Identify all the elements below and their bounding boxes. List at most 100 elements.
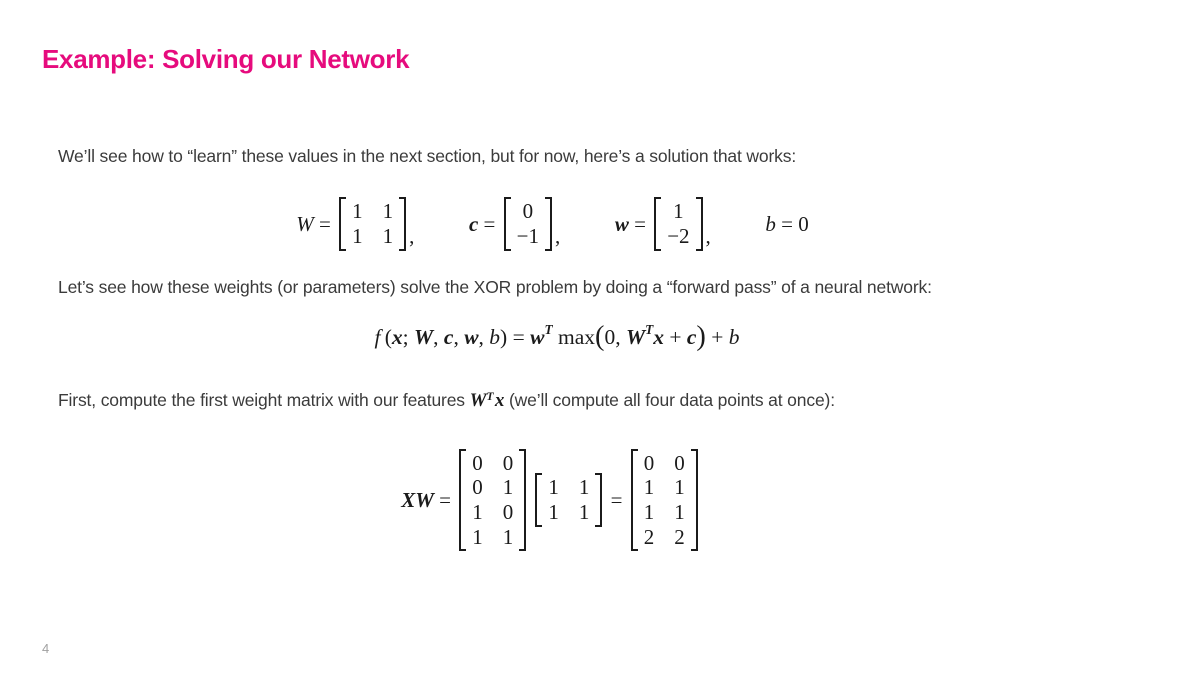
math-token: x xyxy=(653,324,664,349)
math-token: XW xyxy=(401,487,434,512)
matrix-cell: 1 xyxy=(643,500,655,524)
math-token: b xyxy=(765,211,776,236)
math-token: T xyxy=(645,322,654,338)
math-token: x xyxy=(494,390,505,411)
math-token: x xyxy=(391,324,403,349)
matrix-cell: 1 xyxy=(352,199,363,224)
matrix-cell: 1 xyxy=(673,199,684,224)
math-token: = xyxy=(313,211,337,236)
math-token: , xyxy=(433,324,444,349)
matrix-cell: 1 xyxy=(578,475,590,500)
math-token: = 0 xyxy=(775,211,809,236)
paragraph-forward-pass: Let’s see how these weights (or paramete… xyxy=(58,277,932,297)
matrix-cell: 2 xyxy=(643,524,655,549)
matrix-cell: 1 xyxy=(382,224,394,248)
math-token: w xyxy=(614,211,629,236)
matrix-right-bracket xyxy=(695,197,703,251)
matrix-cell: 1 xyxy=(352,224,363,248)
math-token: = xyxy=(628,211,652,236)
matrix: 0−1 xyxy=(503,197,552,251)
math-token: , xyxy=(554,224,561,249)
math-token: = xyxy=(433,487,457,512)
matrix-left-bracket xyxy=(459,448,467,552)
slide-title: Example: Solving our Network xyxy=(42,44,410,74)
matrix-left-bracket xyxy=(654,197,662,251)
matrix-cell: 1 xyxy=(548,500,559,524)
math-token: , xyxy=(409,224,415,249)
matrix-left-bracket xyxy=(630,448,638,552)
matrix-left-bracket xyxy=(503,197,511,251)
matrix-right-bracket xyxy=(595,473,603,527)
matrix-cell: 1 xyxy=(578,500,590,524)
matrix-cell: 0 xyxy=(472,475,483,500)
matrix-cell: 1 xyxy=(643,475,655,500)
math-token: W xyxy=(414,324,434,349)
matrix: 1−2 xyxy=(654,197,703,251)
math-token: W xyxy=(296,211,314,236)
math-token: W xyxy=(625,324,646,349)
math-token: w xyxy=(530,324,545,349)
matrix-cell: 1 xyxy=(502,475,514,500)
matrix-grid: 0−1 xyxy=(511,197,545,250)
math-token: ( xyxy=(380,324,392,349)
matrix-cell: 0 xyxy=(502,500,514,524)
matrix-cell: 0 xyxy=(643,450,655,475)
math-token: c xyxy=(443,324,454,349)
math-token: f xyxy=(374,324,381,349)
matrix-cell: 1 xyxy=(548,475,559,500)
matrix-left-bracket xyxy=(535,473,543,527)
matrix-cell: 1 xyxy=(382,199,394,224)
matrix-cell: −2 xyxy=(667,224,690,248)
paragraph-first-step: First, compute the first weight matrix w… xyxy=(58,390,835,412)
matrix-right-bracket xyxy=(690,448,698,552)
matrix-cell: 1 xyxy=(472,500,483,524)
matrix-grid: 1−2 xyxy=(661,197,695,250)
math-token: b xyxy=(728,324,740,349)
page-number: 4 xyxy=(42,641,50,656)
math-token: b xyxy=(489,324,501,349)
math-token: 0, xyxy=(604,324,626,349)
matrix-cell: 0 xyxy=(674,450,685,475)
math-token: + xyxy=(705,324,729,349)
math-token: = xyxy=(605,487,628,512)
math-token: W xyxy=(469,390,487,411)
matrix-cell: 0 xyxy=(472,450,483,475)
math-token: T xyxy=(486,389,494,403)
matrix-cell: −1 xyxy=(516,224,539,248)
math-token: ) xyxy=(696,321,706,352)
paragraph-first-step-before: First, compute the first weight matrix w… xyxy=(58,390,470,410)
paragraph-first-step-after: (we’ll compute all four data points at o… xyxy=(504,390,835,410)
matrix-right-bracket xyxy=(399,197,407,251)
math-token: , xyxy=(453,324,465,349)
matrix-right-bracket xyxy=(544,197,552,251)
math-token: w xyxy=(464,324,479,349)
matrix-cell: 2 xyxy=(674,524,685,549)
matrix-cell: 1 xyxy=(472,524,483,549)
matrix-right-bracket xyxy=(519,448,527,552)
math-token: ; xyxy=(402,324,415,349)
math-token: c xyxy=(686,324,697,349)
inline-math-wtx: WTx xyxy=(470,390,505,411)
math-token: = xyxy=(478,211,501,236)
math-token: + xyxy=(663,324,687,349)
matrix-left-bracket xyxy=(339,197,347,251)
matrix-cell: 0 xyxy=(522,199,534,224)
matrix-cell: 1 xyxy=(674,475,685,500)
matrix-cell: 0 xyxy=(502,450,514,475)
math-token: max xyxy=(552,324,595,349)
math-token: c xyxy=(468,211,479,236)
math-token: , xyxy=(705,224,711,249)
math-token: ) = xyxy=(500,324,531,349)
